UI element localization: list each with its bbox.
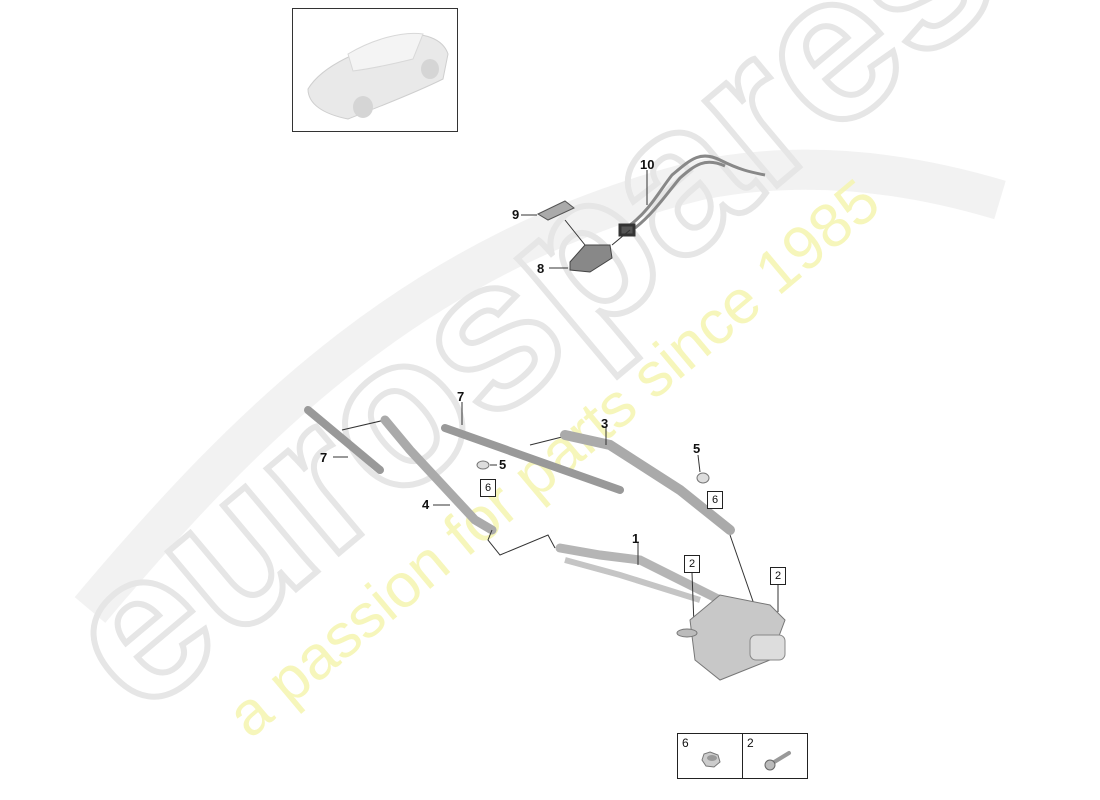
wiper-arm-right xyxy=(560,430,735,535)
wiper-linkage xyxy=(555,543,745,615)
wiper-arm-left xyxy=(380,415,497,535)
callout-5[interactable]: 5 xyxy=(499,457,507,472)
cover-cap xyxy=(476,460,490,470)
callout-5[interactable]: 5 xyxy=(693,441,701,456)
legend-num: 6 xyxy=(682,736,689,750)
bolt-icon xyxy=(764,751,791,771)
boxed-callout-6[interactable]: 6 xyxy=(707,491,723,509)
callout-7[interactable]: 7 xyxy=(320,450,328,465)
legend-num: 2 xyxy=(747,736,754,750)
car-icon xyxy=(307,32,449,120)
callout-1[interactable]: 1 xyxy=(632,531,640,546)
vehicle-thumbnail xyxy=(292,8,458,132)
boxed-callout-2[interactable]: 2 xyxy=(684,555,700,573)
callout-7[interactable]: 7 xyxy=(457,389,465,404)
rain-sensor-pad xyxy=(536,200,575,221)
callout-8[interactable]: 8 xyxy=(537,261,545,276)
rain-light-sensor xyxy=(569,244,613,273)
wiper-blade-left xyxy=(304,406,384,474)
wiper-blade-right xyxy=(441,424,624,494)
boxed-callout-6[interactable]: 6 xyxy=(480,479,496,497)
callout-4[interactable]: 4 xyxy=(422,497,430,512)
legend-cell-bolt[interactable]: 2 xyxy=(742,734,807,778)
callout-10[interactable]: 10 xyxy=(640,157,655,172)
fastener-legend: 6 2 xyxy=(677,733,808,779)
wiring-harness xyxy=(618,154,766,237)
boxed-callout-2[interactable]: 2 xyxy=(770,567,786,585)
hex-nut-icon xyxy=(701,751,721,768)
legend-cell-nut[interactable]: 6 xyxy=(678,734,742,778)
wiper-motor xyxy=(676,594,786,681)
callout-3[interactable]: 3 xyxy=(601,416,609,431)
cover-cap xyxy=(696,472,710,484)
callout-9[interactable]: 9 xyxy=(512,207,520,222)
